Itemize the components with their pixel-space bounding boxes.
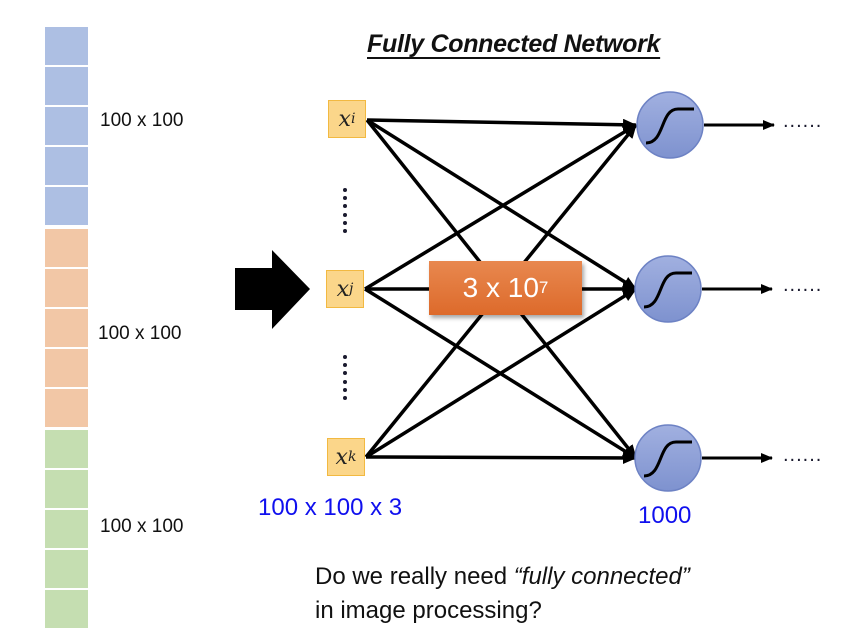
channel-1-cell — [45, 187, 88, 225]
channel-1-cell — [45, 27, 88, 65]
neuron-circle — [636, 91, 704, 159]
channel-3-size-label: 100 x 100 — [100, 516, 184, 537]
neuron-node — [634, 424, 773, 492]
question-prefix: Do we really need — [315, 563, 514, 590]
question-text: Do we really need “fully connected” in i… — [315, 560, 690, 628]
channel-2-size-label: 100 x 100 — [98, 323, 182, 344]
channel-3-cell — [45, 590, 88, 628]
channel-2-cell — [45, 269, 88, 307]
channel-1-cell — [45, 147, 88, 185]
question-emphasis: “fully connected” — [513, 563, 690, 590]
channel-3-cell — [45, 470, 88, 508]
connection-edge — [365, 287, 637, 459]
input-size-label: 100 x 100 x 3 — [258, 494, 403, 521]
channel-3-cell — [45, 510, 88, 548]
connection-edge — [365, 451, 637, 464]
channel-2-cell — [45, 309, 88, 347]
output-ellipsis-1: ...... — [783, 110, 823, 132]
vertical-ellipsis-icon — [343, 355, 347, 400]
parameter-count-exponent: 7 — [538, 278, 549, 297]
diagram-title: Fully Connected Network — [367, 30, 661, 58]
output-ellipsis-3: ...... — [783, 444, 823, 466]
neuron-node — [634, 255, 773, 323]
sigmoid-icon — [645, 107, 694, 145]
channel-2-cell — [45, 229, 88, 267]
channel-1-cell — [45, 107, 88, 145]
neuron-count-label: 1000 — [638, 502, 692, 529]
sigmoid-icon — [643, 271, 692, 309]
parameter-count-base: 3 x 10 — [462, 272, 539, 303]
input-var: x — [336, 276, 350, 302]
channel-3-cell — [45, 430, 88, 468]
connection-edge — [364, 123, 637, 291]
input-subscript: i — [350, 111, 356, 127]
sigmoid-icon — [643, 440, 692, 478]
channel-1-cell — [45, 67, 88, 105]
question-suffix: in image processing? — [315, 597, 542, 624]
neuron-node — [636, 91, 775, 159]
channel-2-cell — [45, 389, 88, 427]
channel-3-cell — [45, 550, 88, 588]
channel-1-size-label: 100 x 100 — [100, 110, 184, 131]
right-arrow-icon — [235, 250, 310, 329]
channel-2-cell — [45, 349, 88, 387]
neuron-circle — [634, 424, 702, 492]
output-ellipsis-2: ...... — [783, 274, 823, 296]
connection-edge — [366, 118, 637, 131]
neuron-circle — [634, 255, 702, 323]
vertical-ellipsis-icon — [343, 188, 347, 233]
input-subscript: k — [347, 449, 357, 465]
input-var: x — [335, 444, 348, 470]
input-subscript: j — [349, 281, 354, 297]
input-var: x — [338, 106, 351, 132]
